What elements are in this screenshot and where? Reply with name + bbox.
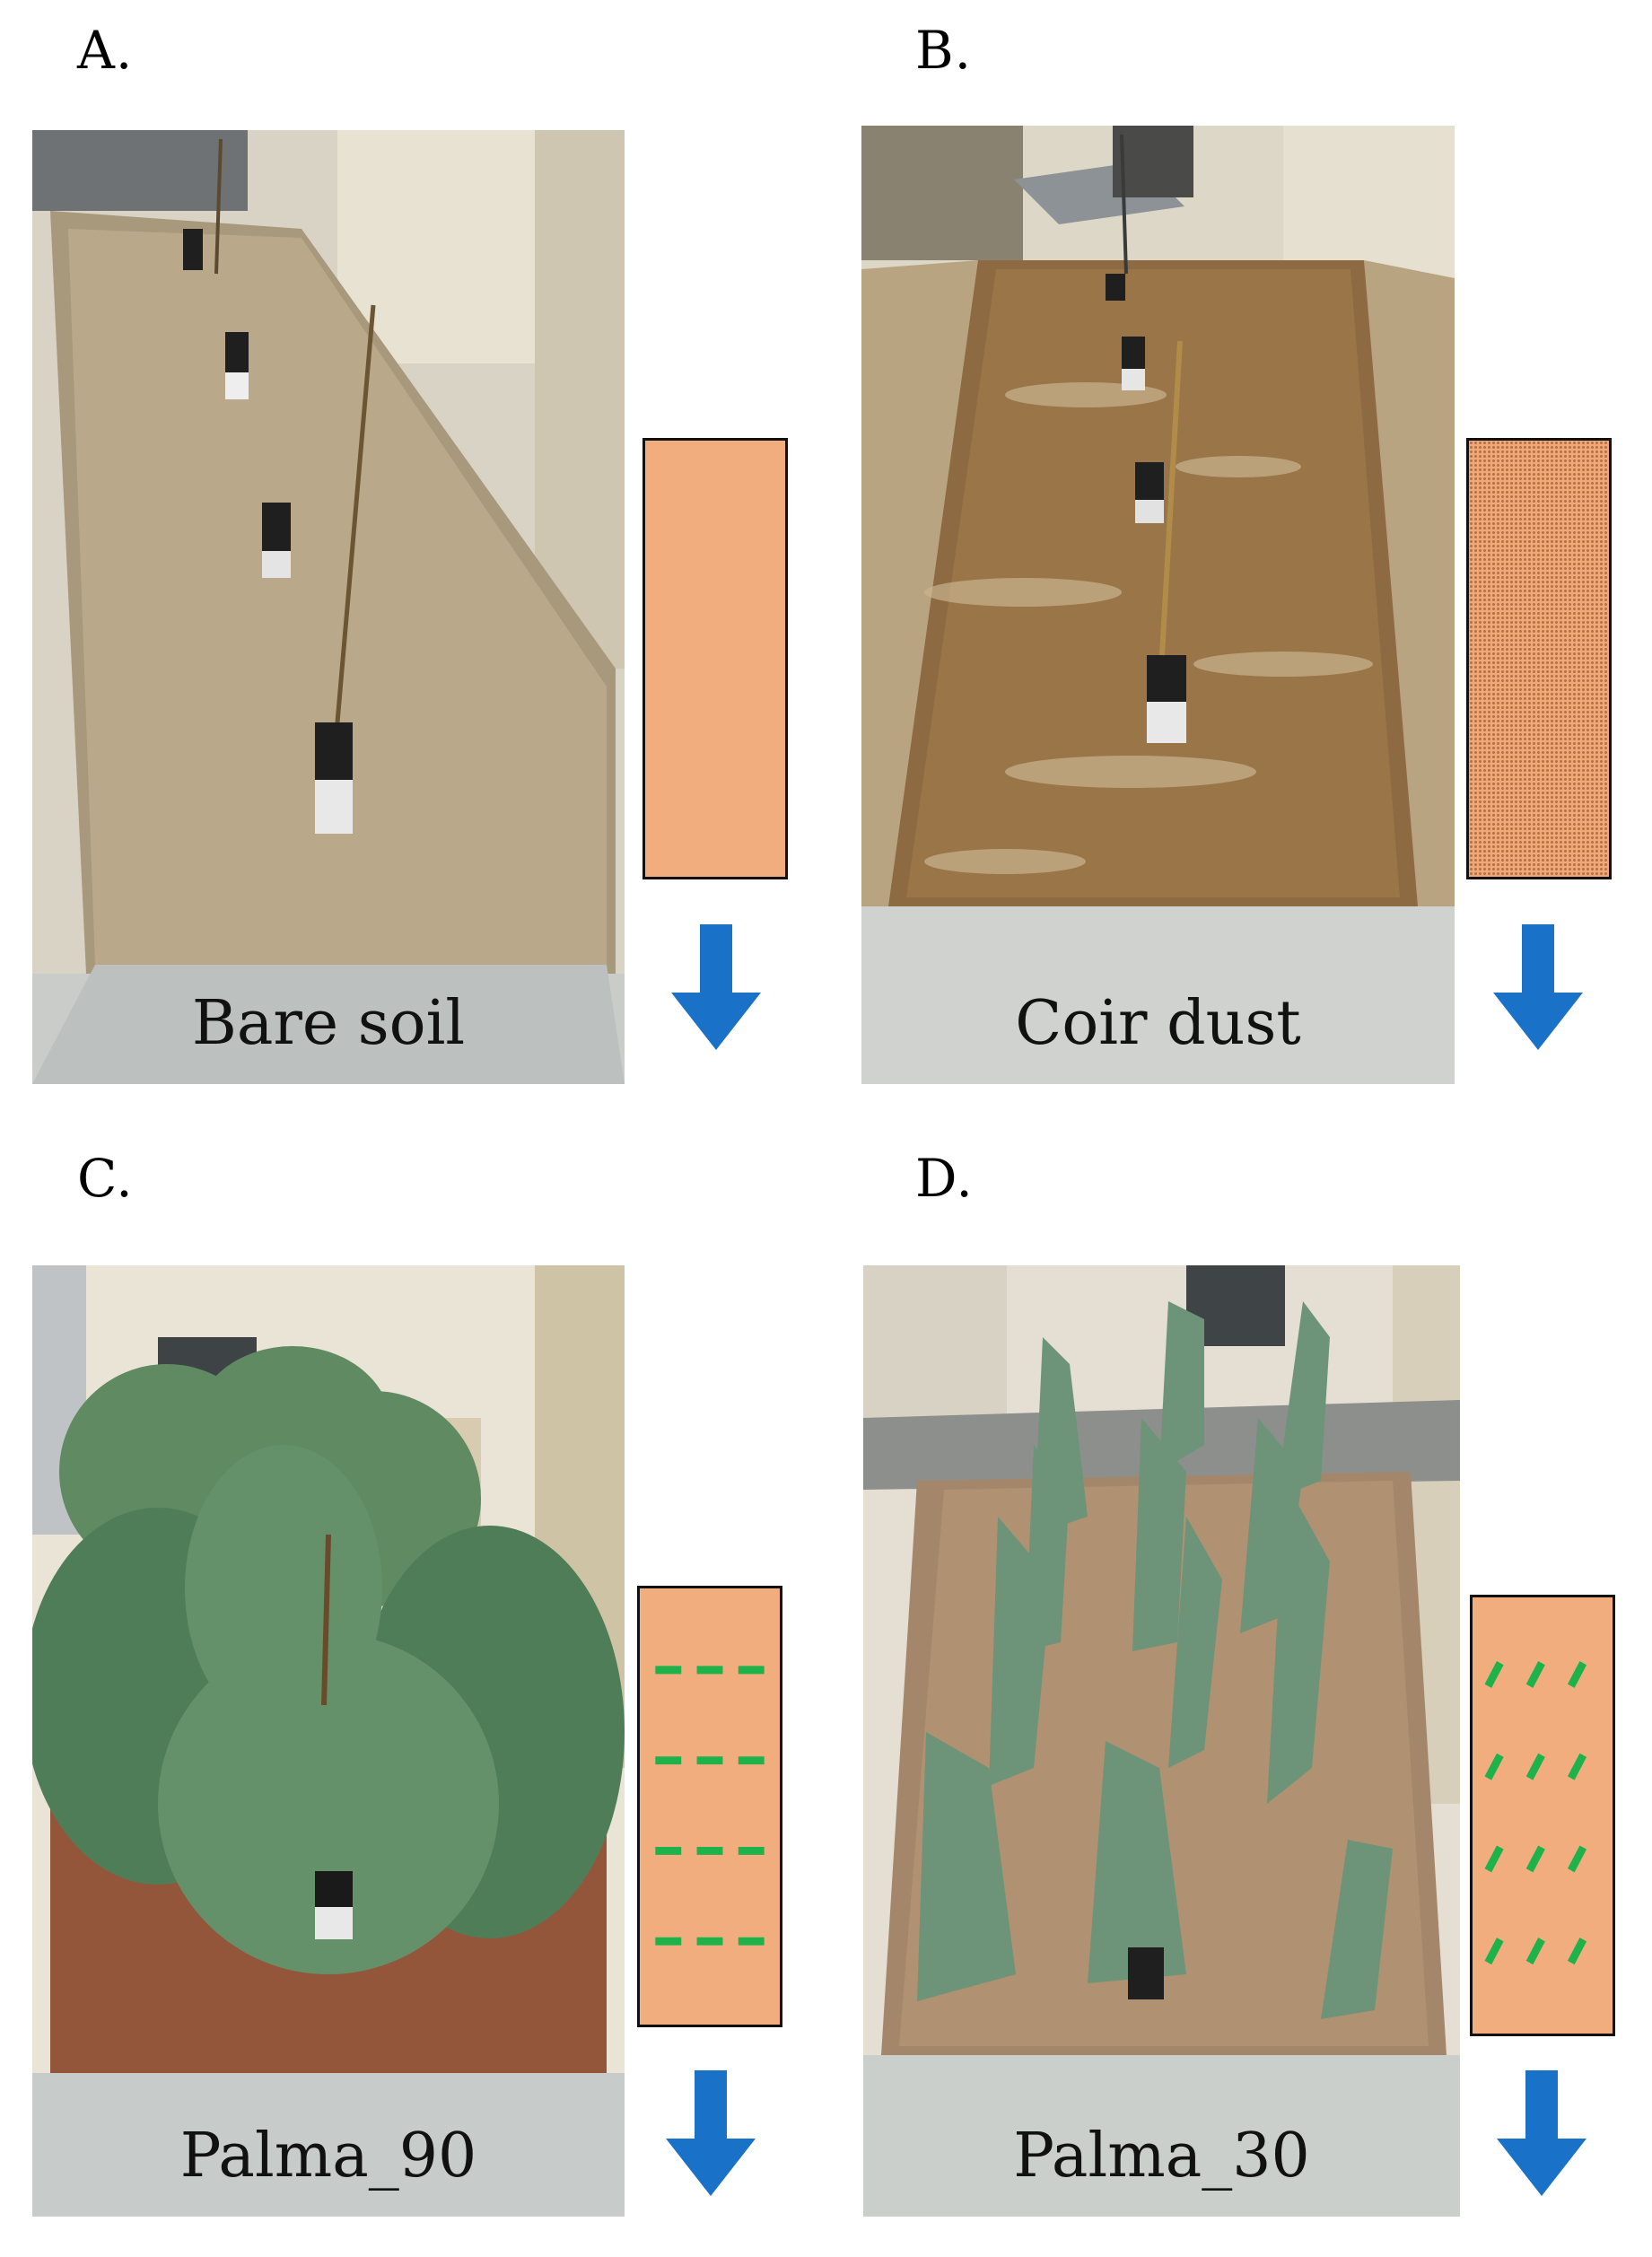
photo-caption: Coir dust <box>1015 988 1301 1059</box>
photo-palma-90: Palma_90 <box>32 1265 625 2217</box>
photo-caption: Bare soil <box>191 988 466 1059</box>
panel-palma-90: C. Palma <box>0 1128 826 2256</box>
panel-letter: B. <box>915 20 973 81</box>
down-arrow-icon <box>666 2070 756 2196</box>
panel-bare-soil: A. Bare soil <box>0 0 826 1128</box>
down-arrow-icon <box>1497 2070 1586 2196</box>
photo-palma-30: Palma_30 <box>863 1265 1460 2217</box>
soil-profile-horizontal-dashes <box>637 1586 782 2027</box>
photo-caption: Palma_30 <box>1013 2121 1310 2191</box>
soil-profile-dotted <box>1466 438 1612 879</box>
soil-profile-diagonal-dashes <box>1470 1595 1615 2036</box>
photo-coir-dust: Coir dust <box>861 126 1455 1084</box>
panel-letter: C. <box>77 1148 134 1209</box>
soil-profile-plain <box>642 438 788 879</box>
down-arrow-icon <box>671 924 761 1050</box>
photo-bare-soil: Bare soil <box>32 130 625 1084</box>
panel-coir-dust: B. <box>826 0 1651 1128</box>
down-arrow-icon <box>1493 924 1583 1050</box>
panel-palma-30: D. <box>826 1128 1651 2256</box>
panel-letter: D. <box>915 1148 974 1209</box>
photo-caption: Palma_90 <box>179 2121 477 2191</box>
panel-letter: A. <box>77 20 134 81</box>
